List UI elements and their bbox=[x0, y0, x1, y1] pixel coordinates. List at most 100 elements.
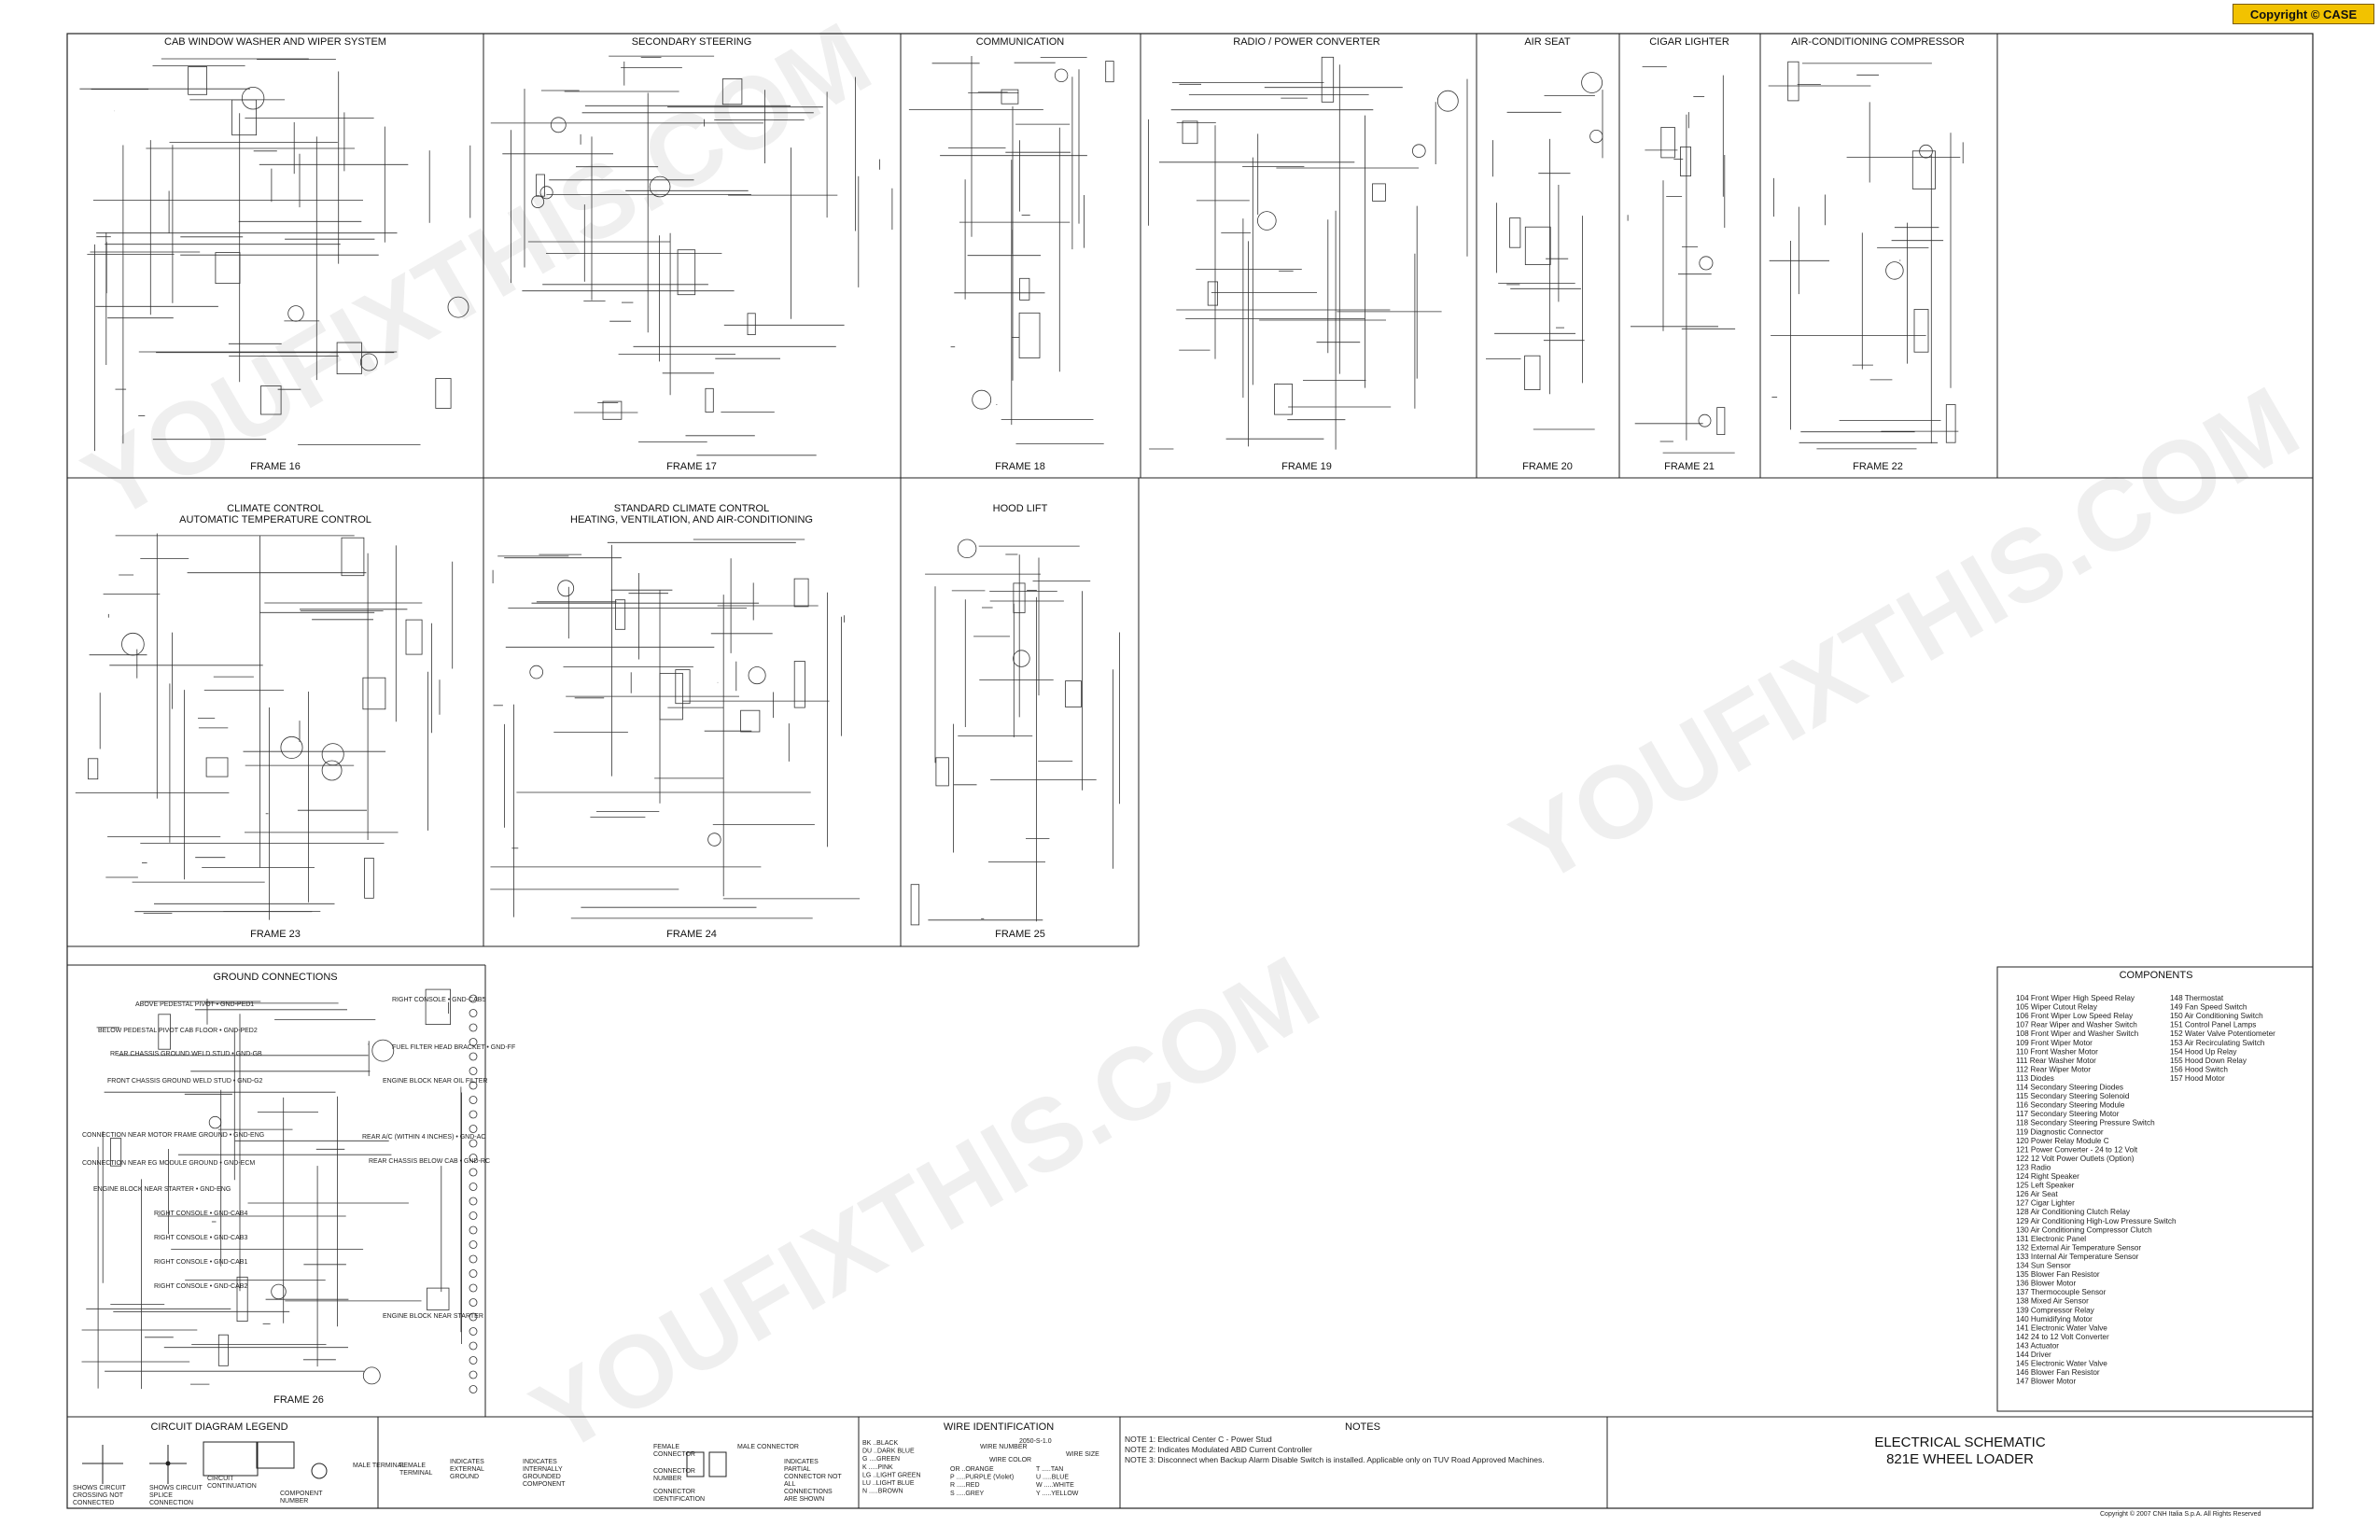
wire-color-entry: DU ..DARK BLUE bbox=[862, 1449, 915, 1455]
component-item: 118 Secondary Steering Pressure Switch bbox=[2016, 1119, 2155, 1127]
component-item: 151 Control Panel Lamps bbox=[2170, 1021, 2256, 1029]
legend-item: GROUNDED bbox=[523, 1474, 561, 1480]
component-item: 122 12 Volt Power Outlets (Option) bbox=[2016, 1155, 2135, 1163]
component-item: 138 Mixed Air Sensor bbox=[2016, 1297, 2089, 1306]
component-item: 116 Secondary Steering Module bbox=[2016, 1101, 2125, 1110]
component-item: 105 Wiper Cutout Relay bbox=[2016, 1003, 2098, 1012]
ground-connections: ABOVE PEDESTAL PIVOT • GND-PED1 BELOW PE… bbox=[82, 997, 515, 1320]
wire-color-entry: P .....PURPLE (Violet) bbox=[950, 1475, 1014, 1481]
component-item: 152 Water Valve Potentiometer bbox=[2170, 1029, 2275, 1038]
wire-color-label: WIRE COLOR bbox=[989, 1457, 1031, 1463]
legend-item: SHOWS CIRCUIT bbox=[73, 1485, 127, 1491]
component-item: 140 Humidifying Motor bbox=[2016, 1315, 2093, 1323]
legend-item: IDENTIFICATION bbox=[653, 1496, 705, 1503]
component-item: 126 Air Seat bbox=[2016, 1190, 2058, 1198]
wire-color-entry: K .....PINK bbox=[862, 1464, 893, 1471]
component-item: 149 Fan Speed Switch bbox=[2170, 1003, 2247, 1012]
panel-title: AIR-CONDITIONING COMPRESSOR bbox=[1791, 36, 1965, 48]
legend-item: NUMBER bbox=[280, 1498, 308, 1505]
legend-item: INTERNALLY bbox=[523, 1466, 563, 1473]
legend-item: CONNECTOR bbox=[653, 1451, 695, 1458]
frame-label: FRAME 17 bbox=[666, 461, 717, 472]
wire-color-entry: LG ..LIGHT GREEN bbox=[862, 1472, 921, 1478]
note-line: NOTE 3: Disconnect when Backup Alarm Dis… bbox=[1125, 1455, 1545, 1464]
circuit-legend: CIRCUIT DIAGRAM LEGEND SHOWS CIRCUITCROS… bbox=[73, 1421, 842, 1506]
ground-label: FUEL FILTER HEAD BRACKET • GND-FF bbox=[392, 1044, 515, 1051]
legend-item: CIRCUIT bbox=[207, 1476, 234, 1482]
legend-item: CONNECTOR NOT bbox=[784, 1474, 842, 1480]
components-list: COMPONENTS 104 Front Wiper High Speed Re… bbox=[2016, 970, 2275, 1386]
wire-number-label: WIRE NUMBER bbox=[980, 1444, 1028, 1450]
legend-item: MALE TERMINAL bbox=[353, 1463, 405, 1469]
legend-item: ALL bbox=[784, 1481, 796, 1488]
component-item: 155 Hood Down Relay bbox=[2170, 1057, 2247, 1065]
wire-id-title: WIRE IDENTIFICATION bbox=[944, 1421, 1054, 1433]
ground-label: ABOVE PEDESTAL PIVOT • GND-PED1 bbox=[135, 1001, 254, 1008]
legend-item: GROUND bbox=[450, 1474, 479, 1480]
legend-item: CONNECTIONS bbox=[784, 1489, 833, 1495]
component-item: 144 Driver bbox=[2016, 1351, 2051, 1359]
component-item: 108 Front Wiper and Washer Switch bbox=[2016, 1029, 2139, 1038]
component-item: 143 Actuator bbox=[2016, 1341, 2059, 1350]
frame-label: FRAME 26 bbox=[273, 1394, 324, 1406]
frame-label: FRAME 20 bbox=[1522, 461, 1573, 472]
component-item: 107 Rear Wiper and Washer Switch bbox=[2016, 1021, 2137, 1029]
legend-item: COMPONENT bbox=[523, 1481, 566, 1488]
panel-titles: CAB WINDOW WASHER AND WIPER SYSTEM FRAME… bbox=[164, 36, 1965, 1406]
wire-color-entry: U .....BLUE bbox=[1036, 1475, 1069, 1481]
wire-color-entry: R .....RED bbox=[950, 1482, 980, 1489]
ground-label: REAR A/C (WITHIN 4 INCHES) • GND-AC bbox=[362, 1134, 485, 1141]
legend-item: TERMINAL bbox=[399, 1470, 433, 1477]
frame-label: FRAME 23 bbox=[250, 929, 301, 940]
component-item: 137 Thermocouple Sensor bbox=[2016, 1288, 2107, 1296]
component-item: 157 Hood Motor bbox=[2170, 1074, 2225, 1083]
wire-size-label: WIRE SIZE bbox=[1066, 1451, 1099, 1458]
legend-item: CONTINUATION bbox=[207, 1483, 257, 1490]
wiring bbox=[75, 55, 1964, 1393]
sheet-border bbox=[66, 33, 2314, 1509]
wire-color-entry: T .....TAN bbox=[1036, 1466, 1063, 1473]
components-title: COMPONENTS bbox=[2120, 970, 2193, 981]
panel-title: STANDARD CLIMATE CONTROL bbox=[614, 503, 769, 514]
component-item: 104 Front Wiper High Speed Relay bbox=[2016, 994, 2135, 1002]
ground-label: RIGHT CONSOLE • GND-CAB4 bbox=[154, 1211, 247, 1217]
ground-label: ENGINE BLOCK NEAR STARTER bbox=[383, 1313, 483, 1320]
wire-color-entry: N .....BROWN bbox=[862, 1489, 903, 1495]
ground-label: CONNECTION NEAR EG MODULE GROUND • GND-E… bbox=[82, 1160, 255, 1167]
component-item: 139 Compressor Relay bbox=[2016, 1306, 2095, 1314]
panel-title: AIR SEAT bbox=[1524, 36, 1571, 48]
legend-item: FEMALE bbox=[399, 1463, 426, 1469]
component-item: 132 External Air Temperature Sensor bbox=[2016, 1243, 2141, 1252]
frame-label: FRAME 16 bbox=[250, 461, 301, 472]
component-item: 117 Secondary Steering Motor bbox=[2016, 1110, 2120, 1118]
panel-title: RADIO / POWER CONVERTER bbox=[1233, 36, 1380, 48]
legend-item: FEMALE bbox=[653, 1444, 679, 1450]
component-item: 119 Diagnostic Connector bbox=[2016, 1127, 2104, 1136]
svg-text:YOUFIXTHIS.COM: YOUFIXTHIS.COM bbox=[66, 1, 889, 542]
ground-label: REAR CHASSIS BELOW CAB • GND-RC bbox=[369, 1158, 490, 1165]
component-item: 127 Cigar Lighter bbox=[2016, 1199, 2075, 1208]
component-item: 145 Electronic Water Valve bbox=[2016, 1360, 2107, 1368]
panel-title: CLIMATE CONTROL bbox=[227, 503, 324, 514]
wire-color-entry: S .....GREY bbox=[950, 1491, 985, 1497]
component-item: 121 Power Converter - 24 to 12 Volt bbox=[2016, 1145, 2138, 1154]
legend-item: SPLICE bbox=[149, 1492, 173, 1499]
legend-item: COMPONENT bbox=[280, 1491, 323, 1497]
frame-label: FRAME 19 bbox=[1281, 461, 1332, 472]
component-item: 125 Left Speaker bbox=[2016, 1182, 2075, 1190]
panel-title: GROUND CONNECTIONS bbox=[213, 972, 337, 983]
component-item: 110 Front Washer Motor bbox=[2016, 1047, 2098, 1056]
ground-label: RIGHT CONSOLE • GND-CAB3 bbox=[154, 1235, 247, 1241]
notes: NOTES NOTE 1: Electrical Center C - Powe… bbox=[1125, 1421, 1545, 1464]
panel-subtitle: HEATING, VENTILATION, AND AIR-CONDITIONI… bbox=[570, 514, 813, 525]
component-item: 115 Secondary Steering Solenoid bbox=[2016, 1092, 2130, 1100]
component-item: 134 Sun Sensor bbox=[2016, 1262, 2071, 1270]
legend-item: CONNECTED bbox=[73, 1500, 114, 1506]
component-item: 130 Air Conditioning Compressor Clutch bbox=[2016, 1225, 2152, 1234]
wire-color-entry: W .....WHITE bbox=[1036, 1482, 1074, 1489]
copyright-badge: Copyright © CASE bbox=[2233, 4, 2374, 24]
frame-label: FRAME 22 bbox=[1853, 461, 1903, 472]
footer-copyright: Copyright © 2007 CNH Italia S.p.A. All R… bbox=[2100, 1510, 2261, 1518]
